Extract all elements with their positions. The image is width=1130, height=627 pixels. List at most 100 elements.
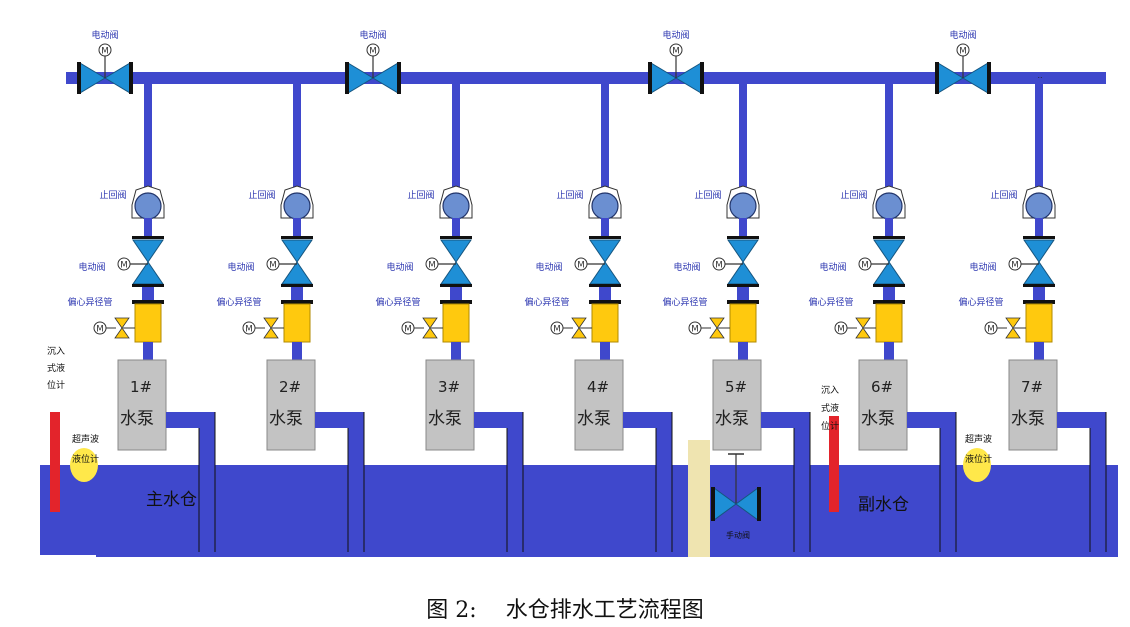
side-valve-motor-2-label: M [245,324,253,334]
side-valve-top-5 [709,317,725,329]
header-motor-valve-2-right [372,62,399,94]
suction-pipe-1 [166,412,215,552]
reducer-label-3: 偏心异径管 [375,296,420,308]
header-valve-label-4: 电动阀 [949,29,976,41]
pipe-a-6 [885,218,893,238]
side-valve-top-6 [855,317,871,329]
header-motor-valve-3-flange-l [648,62,652,94]
ultrasonic-label-main-0: 超声波 [72,433,99,445]
main-sump-water [40,465,695,557]
pipe-c-4 [600,342,610,360]
eccentric-reducer-1 [134,303,162,343]
header-valve-label-2: 电动阀 [359,29,386,41]
reducer-label-5: 偏心异径管 [662,296,707,308]
pump-body-7 [1008,359,1058,451]
check-valve-disc-6 [875,192,903,220]
reducer-label-1: 偏心异径管 [67,296,112,308]
pipe-b-2 [291,287,303,301]
eccentric-reducer-4 [591,303,619,343]
pipe-b-1 [142,287,154,301]
pump-body-5 [712,359,762,451]
pump-valve-motor-3 [425,257,439,271]
ultrasonic-float-main [70,448,98,482]
reducer-label-6: 偏心异径管 [808,296,853,308]
header-motor-valve-2-flange-l [345,62,349,94]
side-valve-bottom-6 [855,327,871,339]
pump-motor-valve-5-bottom [727,261,759,285]
side-valve-motor-4-label: M [553,324,561,334]
side-valve-top-2 [263,317,279,329]
side-valve-bottom-2 [263,327,279,339]
header-motor-valve-1-flange-r [129,62,133,94]
flange-b-7 [1023,284,1055,287]
manual-valve-flange-r [757,487,761,521]
header-motor-valve-4-flange-r [987,62,991,94]
submersible-gauge-label-main-1: 式液 [47,362,65,374]
pipe-c-7 [1034,342,1044,360]
header-motor-valve-4-flange-l [935,62,939,94]
check-valve-label-3: 止回阀 [407,189,434,201]
pipe-a-1 [144,218,152,238]
pump-body-6 [858,359,908,451]
pump-body-2 [266,359,316,451]
check-valve-label-7: 止回阀 [990,189,1017,201]
pump-valve-motor-7-label: M [1011,260,1019,270]
flange-b-1 [132,284,164,287]
pump-valve-motor-4-label: M [577,260,585,270]
check-valve-label-5: 止回阀 [694,189,721,201]
pump-id-7: 7# [1021,378,1043,396]
submersible-gauge-label-aux-2: 位计 [821,420,839,432]
pump-motor-valve-1-bottom [132,261,164,285]
header-valve-motor-4 [956,43,970,57]
submersible-level-gauge-aux [829,416,839,512]
header-pipe [66,72,1106,84]
pump-motor-valve-7-top [1023,239,1055,263]
suction-pipe-2 [315,412,364,552]
manual-valve-flange-l [711,487,715,521]
pump-valve-label-1: 电动阀 [78,261,105,273]
header-valve-label-3: 电动阀 [662,29,689,41]
check-valve-label-2: 止回阀 [248,189,275,201]
side-valve-motor-5-label: M [691,324,699,334]
flange-c-7 [1023,300,1055,304]
pump-motor-valve-1-top [132,239,164,263]
pump-id-5: 5# [725,378,747,396]
riser-pipe-7 [1035,84,1043,194]
pump-id-3: 3# [438,378,460,396]
riser-pipe-3 [452,84,460,194]
check-valve-disc-5 [729,192,757,220]
eccentric-reducer-7 [1025,303,1053,343]
pipe-a-2 [293,218,301,238]
pump-body-4 [574,359,624,451]
header-valve-label-1: 电动阀 [91,29,118,41]
pump-valve-label-6: 电动阀 [819,261,846,273]
side-valve-motor-4 [550,321,564,335]
suction-pipe-4 [623,412,672,552]
pump-valve-motor-1-label: M [120,260,128,270]
header-motor-valve-2-left [347,62,374,94]
side-valve-bottom-7 [1005,327,1021,339]
pump-name-2: 水泵 [269,409,303,429]
header-motor-valve-1-flange-l [77,62,81,94]
pump-valve-motor-3-label: M [428,260,436,270]
check-valve-disc-3 [442,192,470,220]
pump-motor-valve-2-top [281,239,313,263]
flange-b-3 [440,284,472,287]
header-valve-motor-3 [669,43,683,57]
pump-valve-label-3: 电动阀 [386,261,413,273]
pipe-b-5 [737,287,749,301]
manual-valve-label: 手动阀 [726,530,750,540]
pump-motor-valve-3-bottom [440,261,472,285]
flange-b-4 [589,284,621,287]
pump-id-2: 2# [279,378,301,396]
pump-name-5: 水泵 [715,409,749,429]
pump-valve-label-4: 电动阀 [535,261,562,273]
flange-a-5 [727,236,759,239]
ultrasonic-label-aux-0: 超声波 [965,433,992,445]
riser-pipe-6 [885,84,893,194]
pump-id-1: 1# [130,378,152,396]
eccentric-reducer-3 [442,303,470,343]
side-valve-motor-7 [984,321,998,335]
pump-id-6: 6# [871,378,893,396]
pump-motor-valve-6-bottom [873,261,905,285]
